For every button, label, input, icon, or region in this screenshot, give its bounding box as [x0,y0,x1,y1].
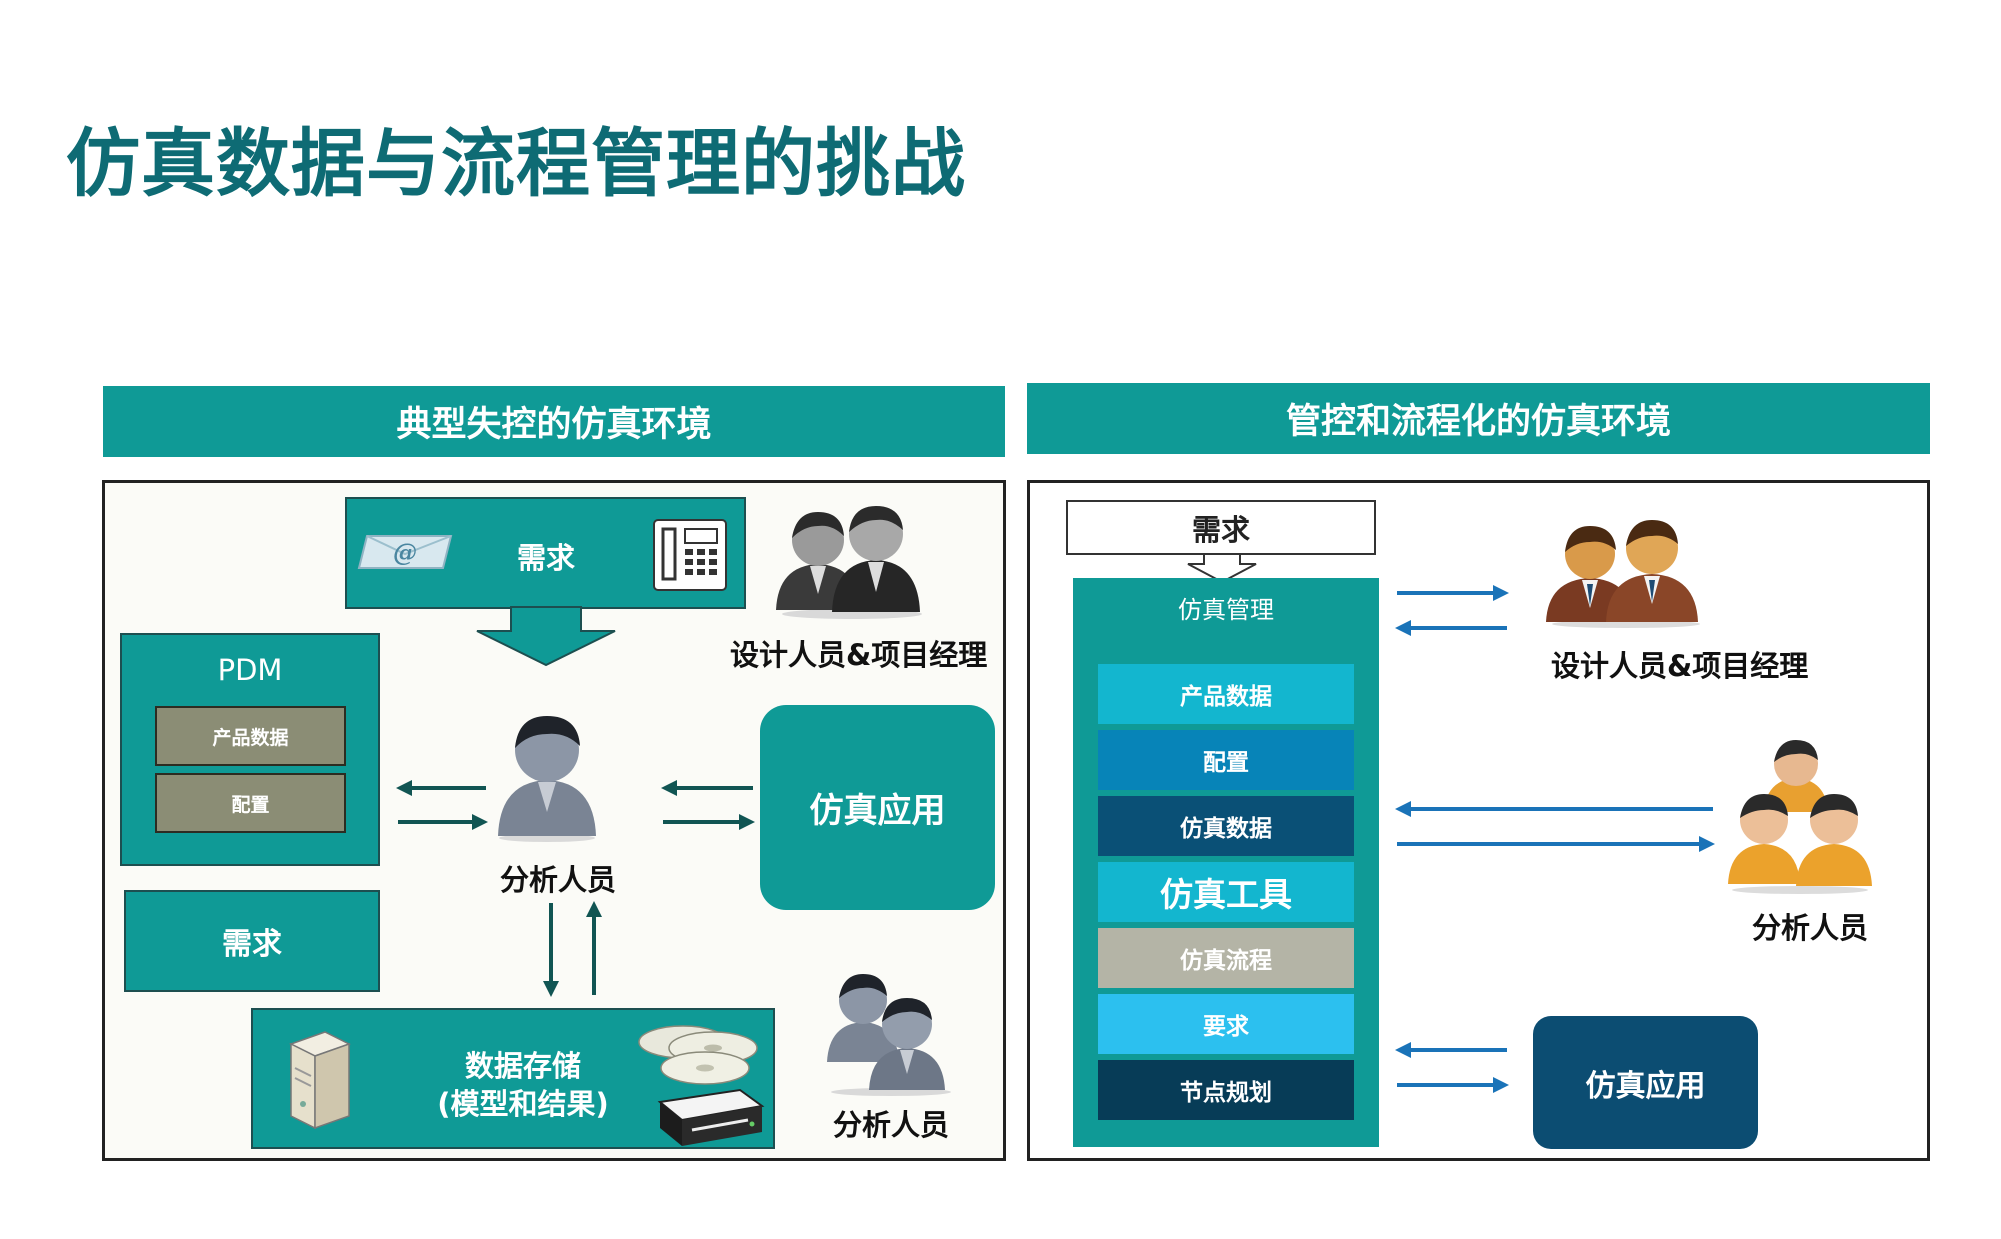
designers-arrows [1395,585,1509,636]
stack-row: 仿真数据 [1098,796,1354,856]
designers-label-right: 设计人员&项目经理 [1551,649,1809,683]
stack-row: 节点规划 [1098,1060,1354,1120]
sim-app-box-left: 仿真应用 [760,705,995,910]
stack-row: 仿真流程 [1098,928,1354,988]
analyst-app-arrows [661,780,755,830]
analysts-people-icon [1728,740,1872,894]
data-storage-box: 数据存储 (模型和结果) [251,1008,775,1149]
person-icon [498,716,596,842]
pdm-item-product-data: 产品数据 [155,706,346,766]
designers-label: 设计人员&项目经理 [730,638,988,672]
pdm-title: PDM [217,653,283,687]
stack-row: 产品数据 [1098,664,1354,724]
printer-icon [657,1088,765,1146]
down-flow-arrow [476,606,616,667]
server-icon [289,1031,351,1130]
storage-line1: 数据存储 [464,1049,581,1083]
sim-management-label: 仿真管理 [1178,596,1274,624]
requirement-box: 需求 [124,890,380,992]
analyst-label: 分析人员 [500,863,617,897]
pdm-analyst-arrows [396,780,488,830]
sim-management-container: 仿真管理 产品数据配置仿真数据仿真工具仿真流程要求节点规划 [1073,578,1379,1147]
email-icon: @ [357,535,453,569]
analyst-group-icon [827,974,951,1096]
analysts-group-label: 分析人员 [833,1108,950,1142]
requirement-input-box: @ 需求 [345,497,746,609]
page-title: 仿真数据与流程管理的挑战 [66,121,966,207]
designers-people-icon [1546,520,1700,628]
left-section-header: 典型失控的仿真环境 [103,386,1005,457]
pdm-item-config: 配置 [155,773,346,833]
analysts-arrows [1395,801,1715,852]
storage-line2: (模型和结果) [437,1087,609,1121]
stack-row: 配置 [1098,730,1354,790]
requirement-input-label: 需求 [517,541,576,575]
analyst-storage-arrows [543,901,602,997]
disc-icon [638,1025,758,1085]
people-icon [776,506,922,619]
phone-icon [653,519,727,591]
svg-text:@: @ [393,538,417,567]
pdm-box: PDM 产品数据 配置 [120,633,380,866]
stack-row: 要求 [1098,994,1354,1054]
right-section-header: 管控和流程化的仿真环境 [1027,383,1930,454]
sim-app-box-right: 仿真应用 [1533,1016,1758,1149]
analysts-label-right: 分析人员 [1752,911,1869,945]
requirement-header-box: 需求 [1066,500,1376,555]
requirement-down-arrow [1187,553,1257,584]
sim-app-arrows [1395,1042,1509,1093]
stack-row: 仿真工具 [1098,862,1354,922]
